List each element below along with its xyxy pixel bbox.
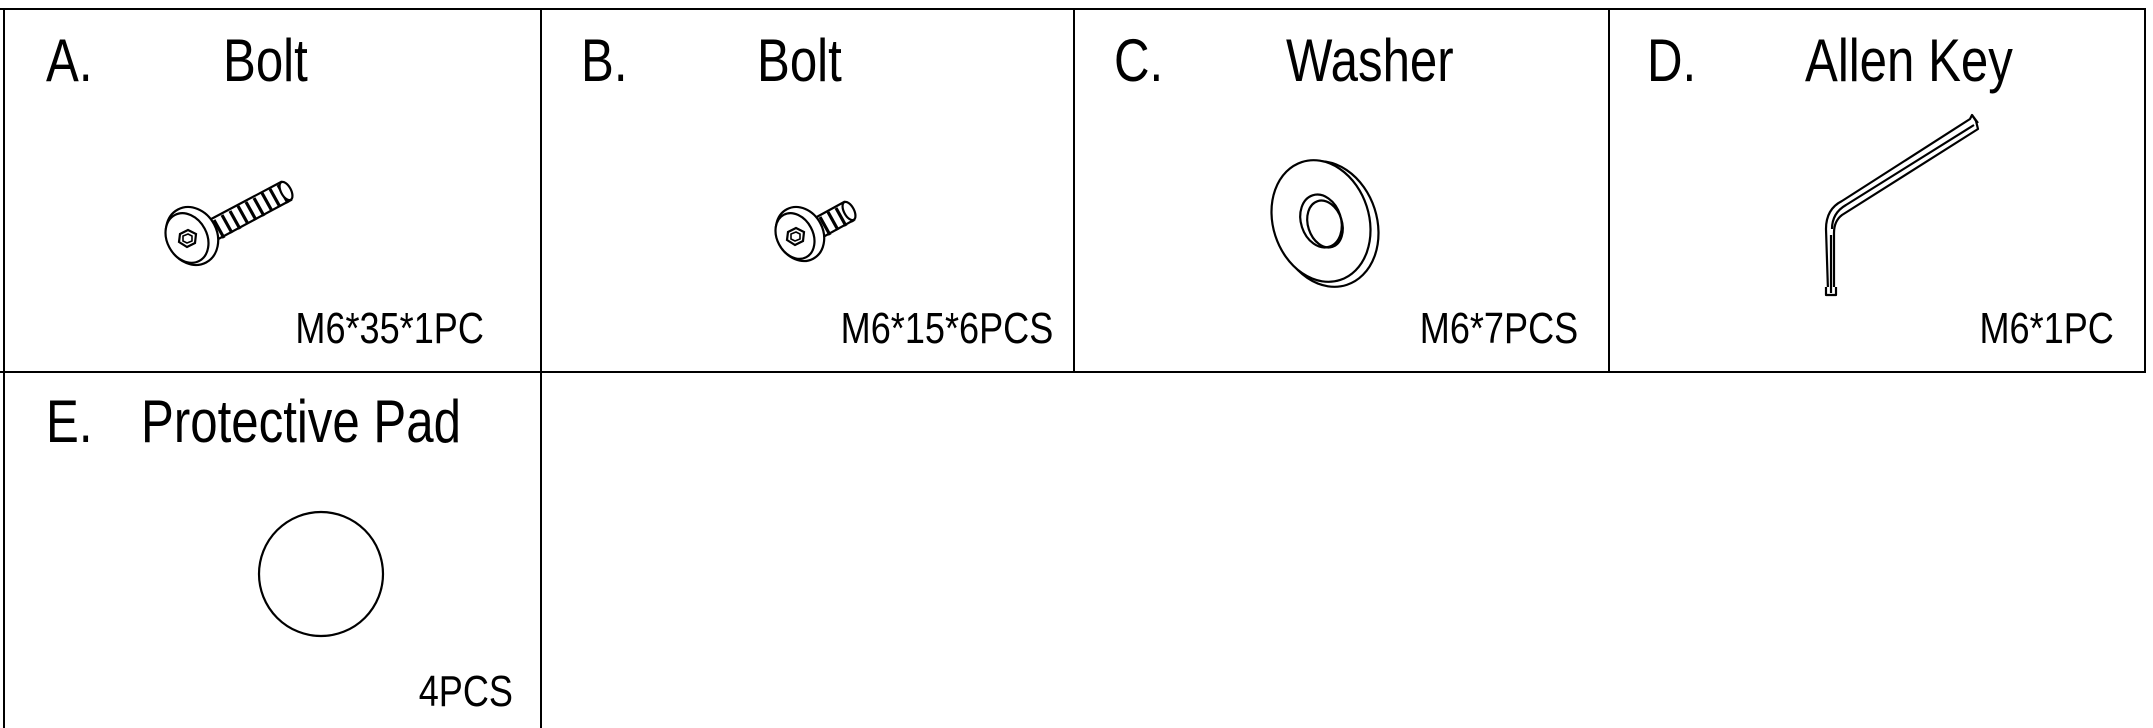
grid-row-divider	[0, 371, 2146, 373]
part-c-spec: M6*7PCS	[1419, 304, 1578, 353]
part-b-spec: M6*15*6PCS	[840, 304, 1053, 353]
grid-left-border	[3, 8, 5, 728]
grid-divider-b-c	[1073, 8, 1075, 372]
part-d-spec: M6*1PC	[1979, 304, 2114, 353]
allen-key-icon	[1820, 109, 1980, 309]
part-b-name: Bolt	[757, 27, 842, 94]
protective-pad-icon	[257, 509, 387, 639]
part-c-cell: C. Washer M6*7PCS	[1075, 9, 1610, 372]
grid-divider-c-d	[1608, 8, 1610, 372]
part-b-letter: B.	[581, 27, 628, 94]
washer-icon	[1265, 149, 1395, 299]
part-a-name: Bolt	[223, 27, 308, 94]
part-a-cell: A. Bolt	[4, 9, 541, 372]
part-e-name: Protective Pad	[141, 388, 461, 455]
grid-right-border	[2144, 8, 2146, 372]
hex-socket-bolt-short-icon	[766, 174, 866, 264]
part-e-letter: E.	[46, 388, 93, 455]
part-a-spec: M6*35*1PC	[295, 304, 484, 353]
part-d-letter: D.	[1647, 27, 1697, 94]
part-a-letter: A.	[46, 27, 93, 94]
part-b-cell: B. Bolt M6*15*6PCS	[541, 9, 1074, 372]
hex-socket-bolt-long-icon	[154, 164, 304, 274]
part-e-spec: 4PCS	[418, 667, 513, 716]
part-d-cell: D. Allen Key M6*1PC	[1610, 9, 2146, 372]
part-c-letter: C.	[1114, 27, 1164, 94]
part-e-cell: E. Protective Pad 4PCS	[4, 373, 541, 728]
grid-divider-a-b	[540, 8, 542, 728]
part-c-name: Washer	[1286, 27, 1454, 94]
part-d-name: Allen Key	[1805, 27, 2013, 94]
